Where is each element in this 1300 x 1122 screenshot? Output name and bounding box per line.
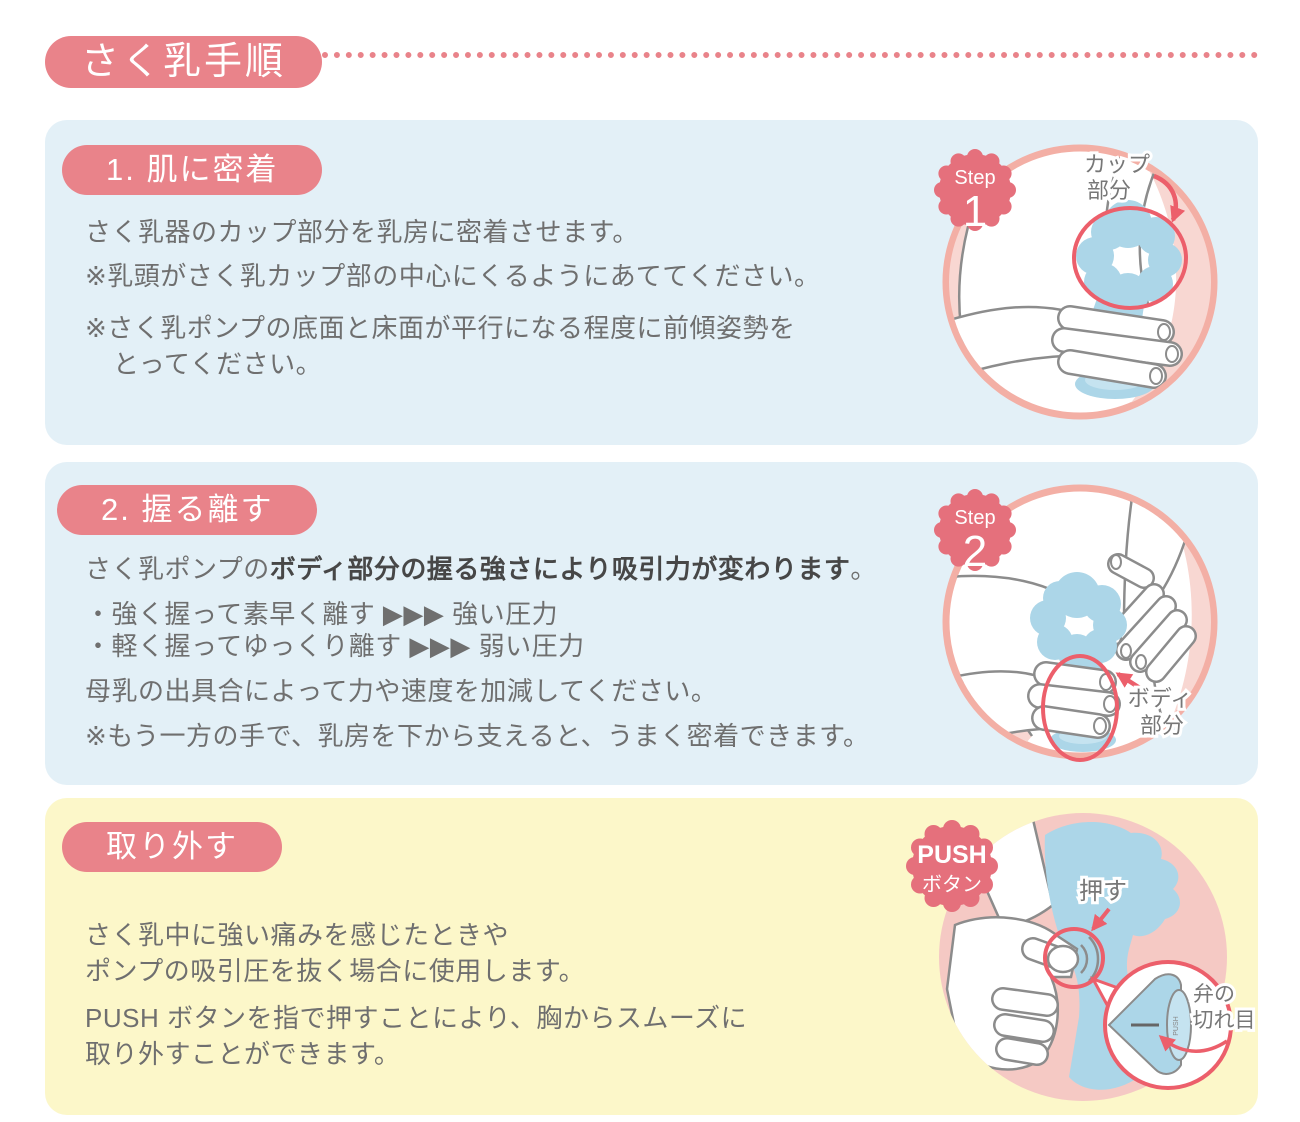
button-highlight-circle xyxy=(1043,927,1105,989)
step1-illustration: カップ 部分 Step 1 xyxy=(930,132,1230,432)
badge-push-sub: ボタン xyxy=(922,873,982,896)
valve-label-line1: 弁の xyxy=(1193,983,1235,1006)
section-step2: 2. 握る離す さく乳ポンプのボディ部分の握る強さにより吸引力が変わります。 ・… xyxy=(45,462,1258,785)
step2-illustration-svg: ボディ 部分 Step 2 xyxy=(934,484,1218,762)
intro-suffix: 。 xyxy=(850,554,877,584)
step2-badge: Step 2 xyxy=(934,489,1016,576)
section2-intro: さく乳ポンプのボディ部分の握る強さにより吸引力が変わります。 xyxy=(85,554,877,584)
valve-inset-border xyxy=(1103,960,1233,1090)
open-hand-fingers xyxy=(1105,553,1197,683)
badge-step-number: 1 xyxy=(963,187,987,236)
valve-push-small-label: PUSH xyxy=(1173,1016,1180,1035)
pump-cup xyxy=(1076,200,1182,315)
push-label: 押す xyxy=(1079,878,1127,905)
intro-prefix: さく乳ポンプの xyxy=(85,554,270,584)
section3-line: PUSH ボタンを指で押すことにより、胸からスムーズに xyxy=(85,1003,748,1033)
step1-illustration-svg: カップ 部分 Step 1 xyxy=(934,144,1218,420)
section3-line: 取り外すことができます。 xyxy=(85,1039,401,1069)
dotted-divider xyxy=(322,52,1258,58)
body-label-line1: ボディ xyxy=(1128,686,1192,711)
body-label-line2: 部分 xyxy=(1140,713,1184,738)
cup-label-line1: カップ xyxy=(1084,152,1150,177)
section1-line: とってください。 xyxy=(113,349,323,379)
badge-step-word: Step xyxy=(954,507,995,529)
badge-step-number: 2 xyxy=(963,527,987,576)
section1-line: ※乳頭がさく乳カップ部の中心にくるようにあててください。 xyxy=(85,261,821,291)
curved-arrow-icon xyxy=(1153,173,1186,223)
section1-line: さく乳器のカップ部分を乳房に密着させます。 xyxy=(85,217,639,247)
section2-line: ・軽く握ってゆっくり離す ▶▶▶ 弱い圧力 xyxy=(85,631,585,661)
fingers xyxy=(1051,305,1183,389)
valve-curved-arrow-icon xyxy=(1158,1035,1228,1053)
step2-scene xyxy=(949,491,1211,753)
section1-heading: 1. 肌に密着 xyxy=(62,145,323,195)
section2-line: ・強く握って素早く離す ▶▶▶ 強い圧力 xyxy=(85,599,559,629)
badge-push-word: PUSH xyxy=(917,841,986,869)
push-badge: PUSH ボタン xyxy=(906,820,998,912)
section1-line: ※さく乳ポンプの底面と床面が平行になる程度に前傾姿勢を xyxy=(85,313,796,343)
step2-illustration: ボディ 部分 Step 2 xyxy=(930,472,1230,772)
page-title: さく乳手順 xyxy=(45,36,323,88)
section2-heading: 2. 握る離す xyxy=(57,485,318,535)
section2-line: ※もう一方の手で、乳房を下から支えると、うまく密着できます。 xyxy=(85,721,870,751)
section-step1: 1. 肌に密着 さく乳器のカップ部分を乳房に密着させます。 ※乳頭がさく乳カップ… xyxy=(45,120,1258,445)
step1-badge: Step 1 xyxy=(934,149,1016,236)
push-arrow-icon xyxy=(1091,907,1111,932)
section3-line: ポンプの吸引圧を抜く場合に使用します。 xyxy=(85,956,586,986)
section2-line: 母乳の出具合によって力や速度を加減してください。 xyxy=(85,676,718,706)
gripping-fingers xyxy=(1027,661,1121,739)
push-illustration: 押す PUSH 弁の 切れ目 xyxy=(906,807,1259,1107)
cup-label-line2: 部分 xyxy=(1087,178,1131,203)
push-illustration-svg: 押す PUSH 弁の 切れ目 xyxy=(906,813,1259,1101)
cup-highlight-circle xyxy=(1072,206,1188,310)
pump-silhouette xyxy=(1044,822,1180,1090)
badge-step-word: Step xyxy=(954,167,995,189)
section-remove: 取り外す さく乳中に強い痛みを感じたときや ポンプの吸引圧を抜く場合に使用します… xyxy=(45,798,1259,1115)
intro-bold: ボディ部分の握る強さにより吸引力が変わります xyxy=(269,554,851,584)
section3-heading: 取り外す xyxy=(62,822,282,872)
body-highlight-circle xyxy=(1041,654,1119,762)
section3-line: さく乳中に強い痛みを感じたときや xyxy=(85,920,510,950)
valve-label-line2: 切れ目 xyxy=(1193,1009,1256,1032)
pointer-arrow-icon xyxy=(1115,672,1145,692)
fingertip xyxy=(1046,944,1080,974)
